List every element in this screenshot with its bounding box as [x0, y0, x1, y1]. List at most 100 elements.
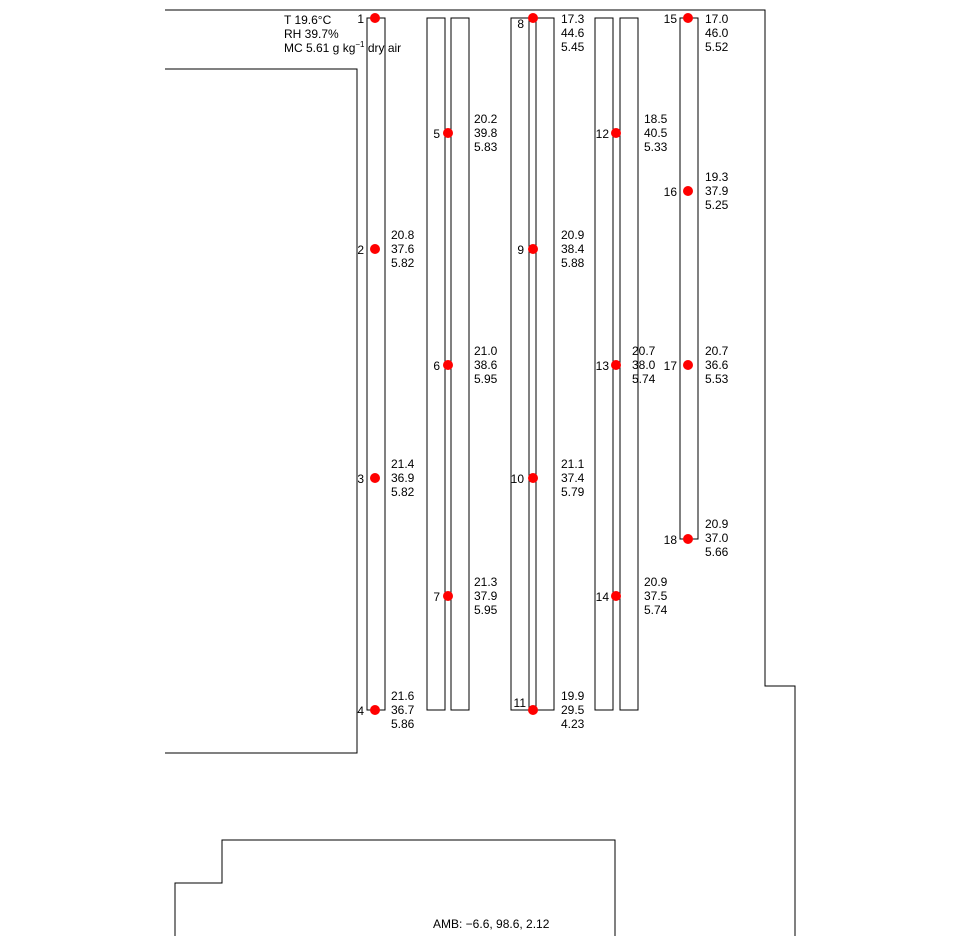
sensor-rh-value: 44.6	[561, 26, 585, 40]
sensor-16: 16 19.337.95.25	[664, 170, 729, 212]
sensor-mc-value: 5.83	[474, 140, 498, 154]
legend-humidity: RH 39.7%	[284, 27, 339, 41]
sensor-id-label: 6	[433, 359, 440, 373]
sensor-t-value: 21.3	[474, 575, 498, 589]
sensor-marker	[528, 705, 538, 715]
sensor-id-label: 17	[664, 359, 678, 373]
sensor-mc-value: 5.66	[705, 545, 729, 559]
sensor-rh-value: 46.0	[705, 26, 729, 40]
sensor-mc-value: 5.79	[561, 485, 585, 499]
legend-temperature: T 19.6°C	[284, 13, 332, 27]
panel-column-3b	[535, 17, 555, 711]
sensor-id-label: 13	[596, 359, 610, 373]
sensor-rh-value: 36.9	[391, 471, 415, 485]
sensor-rh-value: 37.6	[391, 242, 415, 256]
sensor-rh-value: 37.5	[644, 589, 668, 603]
sensor-mc-value: 5.82	[391, 256, 415, 270]
sensor-18: 18 20.937.05.66	[664, 517, 729, 559]
sensor-id-label: 15	[664, 12, 678, 26]
panel-column-3a	[510, 17, 530, 711]
sensor-13: 13 20.738.05.74	[596, 344, 656, 386]
sensor-marker	[443, 360, 453, 370]
sensor-t-value: 20.9	[644, 575, 668, 589]
sensor-rh-value: 37.9	[705, 184, 729, 198]
sensor-rh-value: 37.9	[474, 589, 498, 603]
sensor-id-label: 9	[517, 243, 524, 257]
sensor-mc-value: 5.86	[391, 717, 415, 731]
sensor-t-value: 20.7	[705, 344, 729, 358]
sensor-marker	[528, 13, 538, 23]
lower-structure	[174, 839, 616, 936]
sensor-t-value: 17.0	[705, 12, 729, 26]
sensor-layer: 1220.837.65.82321.436.95.82421.636.75.86…	[357, 12, 728, 731]
sensor-rh-value: 38.4	[561, 242, 585, 256]
sensor-id-label: 1	[357, 12, 364, 26]
sensor-marker	[370, 705, 380, 715]
sensor-id-label: 2	[357, 243, 364, 257]
sensor-id-label: 3	[357, 472, 364, 486]
sensor-marker	[370, 13, 380, 23]
ambient-reading: AMB: −6.6, 98.6, 2.12	[433, 917, 550, 931]
sensor-id-label: 16	[664, 185, 678, 199]
inner-wall	[165, 68, 358, 754]
sensor-t-value: 20.8	[391, 228, 415, 242]
sensor-marker	[528, 473, 538, 483]
sensor-mc-value: 5.53	[705, 372, 729, 386]
sensor-mc-value: 5.82	[391, 485, 415, 499]
sensor-rh-value: 40.5	[644, 126, 668, 140]
sensor-mc-value: 5.95	[474, 603, 498, 617]
sensor-rh-value: 36.6	[705, 358, 729, 372]
sensor-t-value: 18.5	[644, 112, 668, 126]
sensor-t-value: 20.9	[705, 517, 729, 531]
sensor-marker	[611, 128, 621, 138]
sensor-6: 621.038.65.95	[433, 344, 497, 386]
sensor-t-value: 20.7	[632, 344, 656, 358]
sensor-id-label: 18	[664, 533, 678, 547]
room-outline	[165, 9, 796, 936]
sensor-mc-value: 5.74	[632, 372, 656, 386]
sensor-marker	[683, 534, 693, 544]
sensor-marker	[683, 13, 693, 23]
sensor-rh-value: 36.7	[391, 703, 415, 717]
sensor-id-label: 8	[517, 17, 524, 31]
sensor-t-value: 21.1	[561, 457, 585, 471]
panel-column-1	[366, 17, 386, 711]
sensor-5: 5 20.239.85.83	[433, 112, 497, 154]
sensor-t-value: 21.0	[474, 344, 498, 358]
sensor-id-label: 11	[514, 696, 527, 710]
sensor-marker	[443, 591, 453, 601]
sensor-rh-value: 29.5	[561, 703, 585, 717]
panel-column-2b	[450, 17, 470, 711]
sensor-rh-value: 37.0	[705, 531, 729, 545]
sensor-2: 2 20.837.65.82	[357, 228, 414, 270]
legend-moisture-exponent: −1	[355, 40, 365, 49]
legend: T 19.6°C RH 39.7% MC 5.61 g kg−1 dry air	[284, 13, 401, 55]
panel-column-5	[679, 17, 699, 540]
sensor-id-label: 5	[433, 127, 440, 141]
sensor-t-value: 21.4	[391, 457, 415, 471]
sensor-mc-value: 5.52	[705, 40, 729, 54]
sensor-mc-value: 5.33	[644, 140, 668, 154]
sensor-t-value: 20.2	[474, 112, 498, 126]
legend-moisture-content: MC 5.61 g kg−1 dry air	[284, 40, 401, 55]
sensor-7: 7 21.337.95.95	[433, 575, 497, 617]
sensor-marker	[683, 186, 693, 196]
sensor-rh-value: 39.8	[474, 126, 498, 140]
sensor-t-value: 19.9	[561, 689, 585, 703]
sensor-t-value: 19.3	[705, 170, 729, 184]
sensor-id-label: 7	[433, 590, 440, 604]
sensor-mc-value: 5.74	[644, 603, 668, 617]
sensor-marker	[443, 128, 453, 138]
sensor-marker	[528, 244, 538, 254]
sensor-id-label: 10	[511, 472, 525, 486]
sensor-rh-value: 38.0	[632, 358, 656, 372]
sensor-marker	[611, 591, 621, 601]
sensor-rh-value: 38.6	[474, 358, 498, 372]
sensor-marker	[611, 360, 621, 370]
sensor-mc-value: 5.25	[705, 198, 729, 212]
sensor-1: 1	[357, 12, 380, 26]
